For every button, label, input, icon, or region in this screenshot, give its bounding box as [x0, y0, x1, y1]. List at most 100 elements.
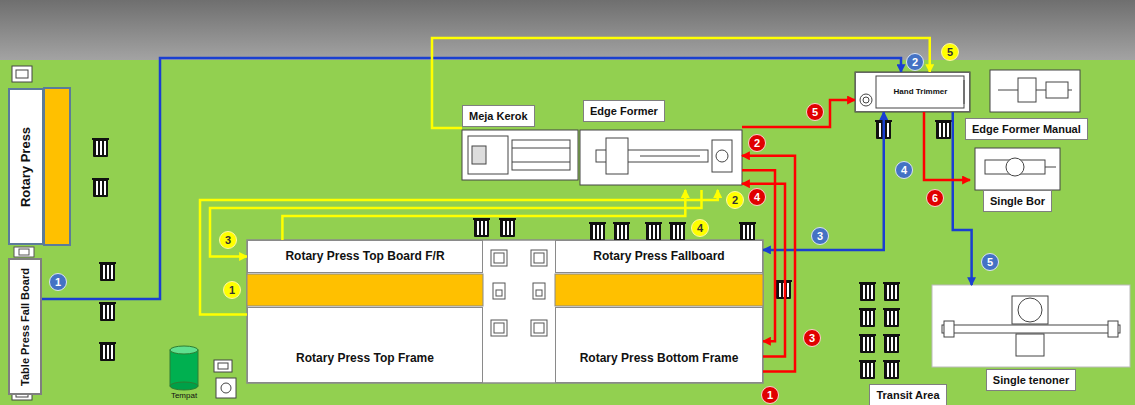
edge-former-machine — [580, 130, 742, 185]
cart-icons — [891, 285, 893, 299]
callout-number: 6 — [926, 189, 944, 207]
meja-kerok-machine — [472, 146, 486, 164]
cart-icons — [943, 123, 945, 137]
hand-trimmer-machine — [855, 72, 970, 112]
cart-icons — [751, 225, 753, 239]
machine-area: Edge Former Manual — [965, 68, 1098, 140]
cart-icons — [617, 225, 619, 239]
cart-icons — [871, 311, 873, 325]
bin-cylinder — [170, 346, 198, 390]
cart-icons — [474, 218, 489, 237]
cart-icons — [673, 225, 675, 239]
cart-icons — [740, 222, 755, 241]
callout-number: 1 — [761, 386, 779, 404]
cart-icons — [92, 138, 109, 140]
cart-icons — [613, 222, 630, 241]
cart-icons — [775, 280, 792, 299]
press-station: Rotary Press Top Frame — [247, 307, 483, 383]
cart-icons — [93, 138, 108, 157]
cart-icons — [681, 225, 683, 239]
callout-number: 2 — [726, 191, 744, 209]
press-station: Rotary Press Top Board F/R — [247, 240, 483, 273]
node-label: Transit Area — [869, 384, 946, 405]
cart-icons — [879, 123, 881, 137]
cart-icons — [859, 360, 876, 379]
flow-arrow — [742, 100, 855, 127]
cart-icons — [883, 360, 900, 379]
cart-icons — [935, 120, 952, 139]
cart-icons — [99, 262, 116, 281]
cart-icons — [747, 225, 749, 239]
cart-icons — [107, 265, 109, 279]
cart-icons — [645, 222, 662, 241]
cart-icons — [860, 308, 875, 327]
node-label: Edge Former — [583, 100, 665, 122]
cart-icons — [863, 363, 865, 377]
cart-icons — [883, 308, 900, 310]
cart-icons — [891, 363, 893, 377]
callout-number: 3 — [219, 231, 237, 249]
cart-icons — [883, 360, 900, 362]
flow-arrow — [742, 156, 795, 372]
single-bor-machine — [975, 148, 1060, 190]
cart-icons — [99, 342, 116, 361]
press-block — [496, 290, 502, 296]
flow-arrow — [742, 170, 775, 341]
press-block — [494, 253, 504, 263]
cart-icons — [473, 218, 490, 237]
cart-icons — [103, 265, 105, 279]
cart-icons — [891, 337, 893, 351]
cart-icons — [739, 222, 756, 224]
single-tenoner-machine — [1018, 298, 1042, 322]
callout-number: 3 — [803, 329, 821, 347]
cart-icons — [871, 337, 873, 351]
callout-number: 4 — [691, 219, 709, 237]
callout-number: 1 — [49, 273, 67, 291]
press-station: Rotary Press Bottom Frame — [555, 307, 763, 383]
cart-icons — [669, 222, 686, 224]
hand-trimmer-machine — [855, 72, 970, 112]
press-block — [533, 283, 545, 299]
single-tenoner-machine — [1016, 334, 1044, 356]
rotary-press-bed — [19, 249, 29, 255]
cart-icons — [645, 222, 662, 224]
cart-icons — [593, 225, 595, 239]
bin-cylinder — [170, 350, 198, 386]
cart-icons — [473, 218, 490, 220]
cart-icons — [111, 265, 113, 279]
single-tenoner-machine — [932, 285, 1130, 367]
edge-former-manual-machine — [990, 70, 1080, 112]
cart-icons — [621, 225, 623, 239]
cart-icons — [500, 218, 515, 237]
cart-icons — [677, 225, 679, 239]
cart-icons — [884, 282, 899, 301]
node-label: Table Press Fall Board — [18, 263, 32, 390]
cart-icons — [863, 337, 865, 351]
cart-icons — [883, 308, 900, 327]
node-label: Rotary Press Top Frame — [296, 351, 434, 366]
edge-former-manual-machine — [1018, 78, 1036, 102]
cart-icons — [859, 360, 876, 362]
cart-icons — [895, 363, 897, 377]
wall-band — [0, 0, 1135, 60]
cart-icons — [99, 302, 116, 304]
cart-icons — [103, 345, 105, 359]
cart-icons — [939, 123, 941, 137]
edge-former-machine — [712, 140, 732, 172]
cart-icons — [111, 305, 113, 319]
single-bor-machine — [1045, 167, 1056, 168]
cart-icons — [775, 280, 792, 282]
cart-icons — [884, 308, 899, 327]
bin-label: Tempat — [171, 391, 197, 401]
machine-icon — [12, 66, 32, 82]
cart-icons — [111, 345, 113, 359]
press-block — [491, 320, 507, 336]
meja-kerok-machine — [468, 136, 508, 174]
edge-former-machine — [640, 156, 700, 157]
single-bor-machine — [975, 148, 1060, 190]
cart-icons — [883, 334, 900, 336]
press-block — [247, 240, 763, 383]
cart-icons — [669, 222, 686, 241]
cart-icons — [947, 123, 949, 137]
